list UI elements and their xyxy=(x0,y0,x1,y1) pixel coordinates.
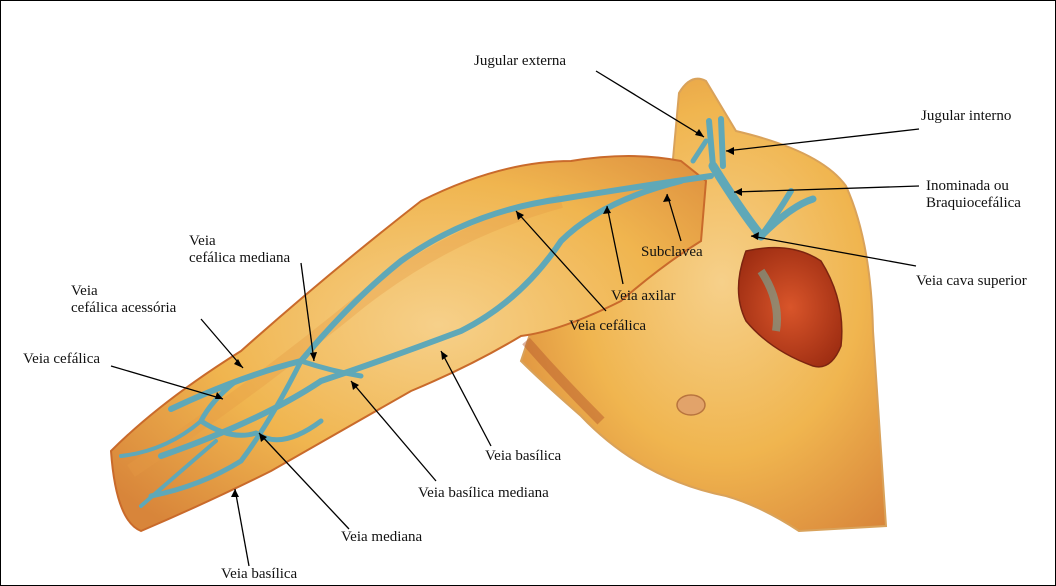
label-veia-basilica-upper: Veia basílica xyxy=(485,448,561,465)
label-veia-cefalica-left: Veia cefálica xyxy=(23,351,100,368)
label-jugular-interno: Jugular interno xyxy=(921,108,1011,125)
label-jugular-externa: Jugular externa xyxy=(474,53,566,70)
label-veia-cefalica-acessoria: Veia cefálica acessória xyxy=(71,283,176,317)
label-veia-basilica-mediana: Veia basílica mediana xyxy=(418,485,549,502)
label-veia-cefalica-mediana: Veia cefálica mediana xyxy=(189,233,290,267)
label-veia-cava-superior: Veia cava superior xyxy=(916,273,1027,290)
label-veia-mediana: Veia mediana xyxy=(341,529,422,546)
label-inominada: Inominada ou Braquiocefálica xyxy=(926,178,1021,212)
label-veia-cefalica-upper: Veia cefálica xyxy=(569,318,646,335)
nipple xyxy=(677,395,705,415)
label-veia-basilica-lower: Veia basílica xyxy=(221,566,297,583)
label-subclavea: Subclavea xyxy=(641,244,703,261)
label-veia-axilar: Veia axilar xyxy=(611,288,676,305)
